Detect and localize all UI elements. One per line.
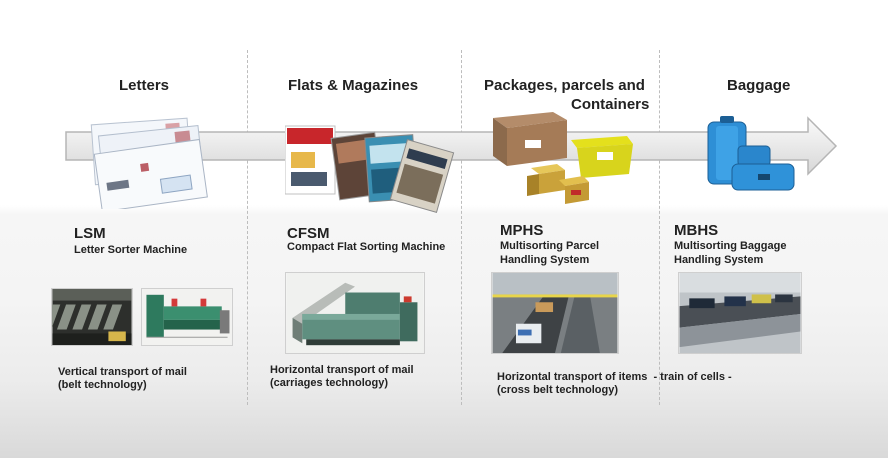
system-name-cfsm: Compact Flat Sorting Machine — [287, 241, 446, 253]
desc-lsm-line1: Vertical transport of mail — [58, 366, 187, 378]
category-title-baggage: Baggage — [727, 77, 791, 94]
column-divider-3 — [659, 50, 660, 405]
lsm-photo-belt — [51, 288, 133, 346]
category-title-letters: Letters — [119, 77, 170, 94]
system-name-mbhs-line2: Handling System — [674, 254, 764, 266]
system-name-mbhs-line1: Multisorting Baggage — [674, 240, 787, 252]
lsm-photo-machine — [141, 288, 233, 346]
system-abbr-lsm: LSM — [74, 225, 106, 242]
cfsm-photo-machine — [285, 272, 425, 354]
system-abbr-mbhs: MBHS — [674, 222, 719, 239]
desc-lsm-line2: (belt technology) — [58, 379, 147, 391]
column-divider-2 — [461, 50, 462, 405]
category-title-packages-line2: Containers — [571, 96, 650, 113]
desc-cfsm-line1: Horizontal transport of mail — [270, 364, 414, 376]
desc-mphs-line2: (cross belt technology) — [497, 384, 619, 396]
desc-cfsm-line2: (carriages technology) — [270, 377, 388, 389]
system-name-mphs-line2: Handling System — [500, 254, 590, 266]
mphs-photo-conveyor — [491, 272, 619, 354]
packages-illustration — [493, 112, 633, 204]
desc-mphs-line1: Horizontal transport of items - train of… — [497, 371, 732, 383]
letters-illustration — [90, 117, 208, 209]
system-abbr-mphs: MPHS — [500, 222, 544, 239]
system-abbr-cfsm: CFSM — [287, 225, 330, 242]
mbhs-photo-conveyor — [678, 272, 802, 354]
column-divider-1 — [247, 50, 248, 405]
system-name-mphs-line1: Multisorting Parcel — [500, 240, 600, 252]
category-title-flats: Flats & Magazines — [288, 77, 419, 94]
system-name-lsm: Letter Sorter Machine — [74, 244, 188, 256]
magazines-illustration — [285, 125, 455, 214]
category-title-packages-line1: Packages, parcels and — [484, 77, 645, 94]
baggage-illustration — [707, 116, 795, 191]
